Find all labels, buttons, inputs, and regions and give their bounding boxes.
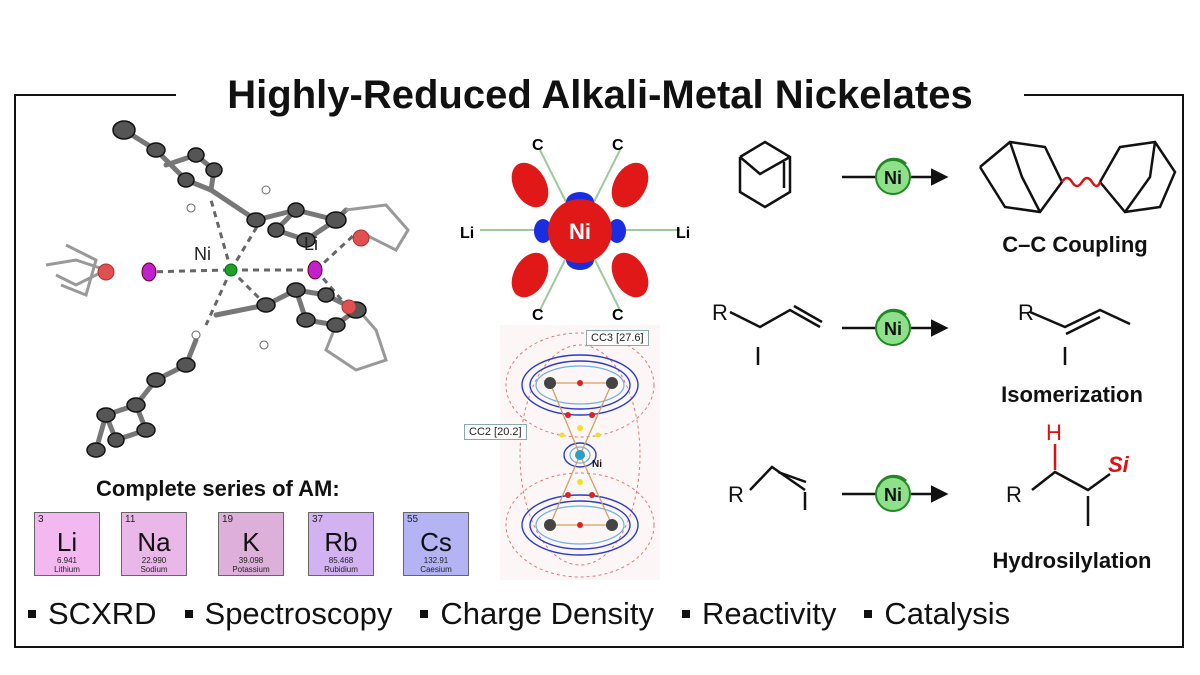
element-symbol: K xyxy=(242,527,260,557)
element-name: Potassium xyxy=(232,565,270,574)
hydrogen-label: H xyxy=(1046,420,1062,445)
norbornene-structure xyxy=(738,140,792,209)
element-symbol: Li xyxy=(56,527,78,557)
c-label-top-right: C xyxy=(612,137,624,154)
c-label-bottom-right: C xyxy=(612,307,624,320)
ni-catalyst-icon: Ni xyxy=(875,308,911,346)
label-cc-coupling: C–C Coupling xyxy=(1002,232,1147,257)
element-name: Caesium xyxy=(420,565,452,574)
coupled-dimer-structure xyxy=(978,140,1177,214)
technique-item: SCXRD xyxy=(28,596,157,632)
ni-catalyst-icon: Ni xyxy=(875,474,911,512)
r-group-2a: R xyxy=(712,300,728,325)
crystal-structure: Ni Li xyxy=(45,120,410,458)
label-isomerization: Isomerization xyxy=(1001,382,1143,407)
element-mass: 6.941 xyxy=(56,556,78,565)
technique-label: Catalysis xyxy=(884,596,1011,631)
technique-item: Catalysis xyxy=(864,596,1010,632)
techniques-bar: SCXRD Spectroscopy Charge Density Reactivit… xyxy=(28,592,1178,636)
cc2-label: CC2 [20.2] xyxy=(464,424,527,440)
density-ni-label: Ni xyxy=(592,459,602,470)
r-group-3b: R xyxy=(1006,482,1022,507)
am-series-title: Complete series of AM: xyxy=(96,476,340,501)
element-mass: 85.468 xyxy=(328,556,354,565)
technique-label: Charge Density xyxy=(440,596,654,631)
li-label-left: Li xyxy=(460,225,474,242)
element-name: Lithium xyxy=(54,565,80,574)
page-title: Highly-Reduced Alkali-Metal Nickelates xyxy=(176,72,1024,118)
element-mass: 132.91 xyxy=(423,556,449,565)
silicon-label: Si xyxy=(1108,452,1130,477)
c-label-top-left: C xyxy=(532,137,544,154)
element-mass: 22.990 xyxy=(141,556,167,565)
technique-item: Spectroscopy xyxy=(184,596,393,632)
bullet-icon xyxy=(28,610,36,618)
c-label-bottom-left: C xyxy=(532,307,544,320)
element-name: Sodium xyxy=(140,565,168,574)
ni-catalyst-icon: Ni xyxy=(875,157,911,195)
element-number: 19 xyxy=(222,514,234,525)
li-label-right: Li xyxy=(676,225,690,242)
orbital-center-label: Ni xyxy=(569,219,591,244)
bullet-icon xyxy=(682,610,690,618)
element-symbol: Rb xyxy=(324,527,358,557)
r-group-3a: R xyxy=(728,482,744,507)
ni-atom-label: Ni xyxy=(194,244,211,264)
alkene-substrate xyxy=(749,465,807,510)
svg-text:Ni: Ni xyxy=(884,485,902,505)
li-atom-label: Li xyxy=(304,234,318,254)
cc3-label: CC3 [27.6] xyxy=(586,330,649,346)
allyl-substrate xyxy=(729,304,823,365)
technique-label: Reactivity xyxy=(702,596,837,631)
element-number: 3 xyxy=(38,514,44,525)
element-number: 11 xyxy=(125,514,136,525)
element-number: 55 xyxy=(407,514,419,525)
orbital-diagram: Ni C C C C Li Li xyxy=(460,137,690,320)
svg-text:Ni: Ni xyxy=(884,319,902,339)
bullet-icon xyxy=(420,610,429,618)
svg-text:Ni: Ni xyxy=(884,168,902,188)
isomerized-product xyxy=(1029,308,1131,365)
r-group-2b: R xyxy=(1018,300,1034,325)
technique-label: SCXRD xyxy=(48,596,157,631)
element-mass: 39.098 xyxy=(238,556,264,565)
bullet-icon xyxy=(184,610,193,618)
bullet-icon xyxy=(864,610,873,618)
technique-item: Charge Density xyxy=(420,596,654,632)
hydrosilylated-product xyxy=(1031,470,1111,526)
technique-item: Reactivity xyxy=(682,596,836,632)
element-number: 37 xyxy=(312,514,324,525)
element-symbol: Na xyxy=(137,527,171,557)
element-symbol: Cs xyxy=(420,527,452,557)
charge-density-map: Ni xyxy=(500,325,660,580)
element-name: Rubidium xyxy=(324,565,358,574)
technique-label: Spectroscopy xyxy=(204,596,393,631)
label-hydrosilylation: Hydrosilylation xyxy=(993,548,1152,573)
reaction-scheme: Ni C–C Coupling R Ni R Isomerization R N… xyxy=(712,140,1177,573)
